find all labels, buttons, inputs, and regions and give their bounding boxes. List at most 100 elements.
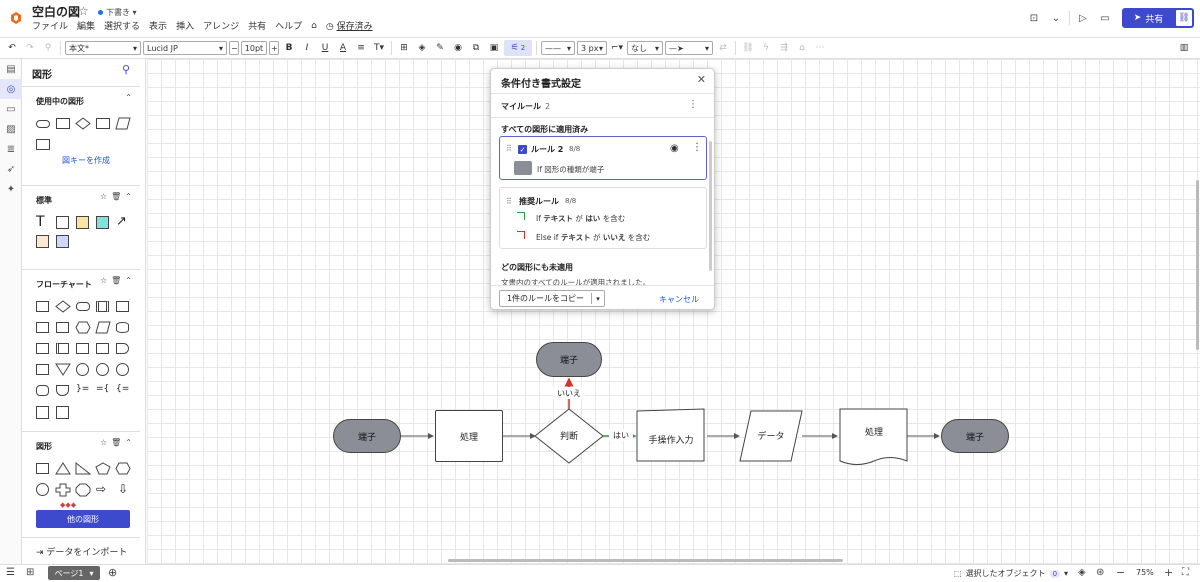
more-options-icon[interactable]: ⋮ [692,142,702,153]
shape-options-icon[interactable]: ⊞ [400,43,408,53]
shape-annotation[interactable]: ={ [96,384,110,394]
star-icon[interactable]: ☆ [99,276,108,285]
shape-list[interactable] [36,235,49,248]
line-width-select[interactable]: 3 px▾ [577,41,607,55]
text-options-button[interactable]: T▾ [373,43,385,53]
document-shape[interactable] [839,408,908,465]
shape-data[interactable] [95,321,111,334]
share-button[interactable]: ➤共有 ⛓ [1122,8,1194,28]
drag-handle-icon[interactable]: ⠿ [506,144,512,153]
other-shapes-button[interactable]: 他の図形 [36,510,130,528]
shape-rectangle[interactable] [36,463,49,474]
chevron-up-icon[interactable]: ⌃ [125,276,132,285]
terminal-start[interactable]: 端子 [333,419,401,453]
shape-action-button[interactable] [96,216,109,229]
panel-toggle-icon[interactable]: ▥ [1179,43,1189,53]
shape-data[interactable] [115,117,131,130]
shape-document[interactable] [116,301,129,312]
shape-arrow[interactable]: ↗ [116,214,127,229]
saved-status[interactable]: ◷ 保存済み [325,22,373,32]
section-title[interactable]: フローチャート [36,280,92,289]
data-icon[interactable]: ⇶ [780,43,788,53]
link-icon[interactable]: ⛓ [742,43,754,53]
terminal-end[interactable]: 端子 [941,419,1009,453]
menu-file[interactable]: ファイル [32,22,69,32]
database-icon[interactable]: ≣ [6,143,16,155]
star-icon[interactable]: ☆ [99,438,108,447]
import-data-button[interactable]: ⇥ データをインポート [36,548,128,558]
shape-right-triangle[interactable] [75,462,91,475]
layers-icon[interactable]: ◈ [1078,567,1086,578]
line-color-icon[interactable]: ✎ [436,43,444,53]
manual-input-shape[interactable] [636,408,705,462]
canvas[interactable]: 端子 端子 処理 判断 手操作入力 データ 処理 端子 はい いいえ [147,59,1200,564]
italic-button[interactable]: I [305,43,309,53]
terminal-top[interactable]: 端子 [536,342,602,377]
process-1[interactable]: 処理 [435,410,503,462]
gift-icon[interactable]: ⌂ [311,20,317,31]
pages-icon[interactable]: ▤ [6,63,16,75]
swap-icon[interactable]: ⇄ [719,43,727,53]
shape-block-arrow-right[interactable]: ⇨ [96,482,107,496]
canvas-horizontal-scrollbar[interactable] [448,559,843,562]
conditional-format-button[interactable]: ⚟2 [504,40,532,56]
shape-manual-operation[interactable] [36,364,49,375]
shape-or[interactable] [96,363,109,376]
line-start-select[interactable]: なし▾ [627,41,663,55]
rule-card[interactable]: ⠿ ✓ ルール 2 8/8 ◉ ⋮ If 図形の種類が端子 [499,136,707,180]
menu-arrange[interactable]: アレンジ [203,22,240,32]
draft-status[interactable]: 下書き ▾ [98,7,137,18]
shape-manual-input[interactable] [56,322,69,333]
zoom-level[interactable]: 75% [1136,568,1154,577]
accessibility-icon[interactable]: ⊛ [1096,567,1105,578]
drag-handle-icon[interactable]: ⠿ [506,197,512,206]
video-icon[interactable]: ▭ [1100,12,1110,24]
shape-swimlane-vertical[interactable] [36,406,49,419]
more-icon[interactable]: ⋯ [815,43,825,53]
cancel-button[interactable]: キャンセル [659,295,699,304]
fit-screen-icon[interactable]: ⛶ [1182,567,1189,578]
more-options-icon[interactable]: ⋮ [688,99,698,110]
shape-hexagon[interactable] [115,462,131,475]
shape-multi-document[interactable] [36,322,49,333]
shape-triangle[interactable] [55,462,71,475]
shape-predefined[interactable] [96,301,109,312]
star-icon[interactable]: ☆ [99,192,108,201]
chevron-up-icon[interactable]: ⌃ [125,438,132,447]
selected-objects[interactable]: ⬚ 選択したオブジェクト 0 ▾ [954,569,1069,578]
trash-icon[interactable]: 🗑 [111,438,122,447]
zoom-in-icon[interactable]: + [1164,566,1174,579]
bold-button[interactable]: B [285,43,293,53]
grid-view-icon[interactable]: ⊞ [26,567,35,578]
shape-circle[interactable] [36,483,49,496]
text-style-select[interactable]: 本文*▾ [65,41,141,55]
create-legend-link[interactable]: 図キーを作成 [62,156,110,165]
section-title[interactable]: 図形 [36,442,52,451]
menu-select[interactable]: 選択する [104,22,141,32]
search-icon[interactable]: ⚲ [122,63,131,76]
document-title[interactable]: 空白の図 [32,5,81,19]
close-icon[interactable]: ✕ [696,73,706,86]
image-icon[interactable]: ⧉ [472,43,480,53]
copy-rule-button[interactable]: 1件のルールをコピー▾ [499,290,605,307]
shape-merge[interactable] [55,363,71,376]
menu-insert[interactable]: 挿入 [176,22,195,32]
dropdown-arrow-icon[interactable]: ▾ [596,294,600,303]
dialog-scrollbar[interactable] [709,141,712,271]
shape-cross[interactable] [55,483,71,497]
chevron-up-icon[interactable]: ⌃ [125,192,132,201]
chevron-up-icon[interactable]: ⌃ [125,93,132,102]
shape-document[interactable] [36,139,50,150]
zoom-out-icon[interactable]: − [1116,566,1126,579]
font-color-button[interactable]: A [339,43,347,53]
shape-process[interactable] [56,118,70,129]
shape-swimlane-horizontal[interactable] [56,406,69,419]
trash-icon[interactable]: 🗑 [111,192,122,201]
link-icon[interactable]: ⛓ [1175,9,1193,27]
shape-text[interactable]: T [36,214,45,230]
suggested-rule-card[interactable]: ⠿ 推奨ルール 8/8 If テキスト が はい を含む Else if テキス… [499,187,707,249]
font-size-input[interactable]: 10pt [241,41,267,55]
shape-pentagon[interactable] [95,462,111,475]
shape-internal-storage[interactable] [36,343,49,354]
page-tab[interactable]: ページ1▾ [48,566,100,580]
